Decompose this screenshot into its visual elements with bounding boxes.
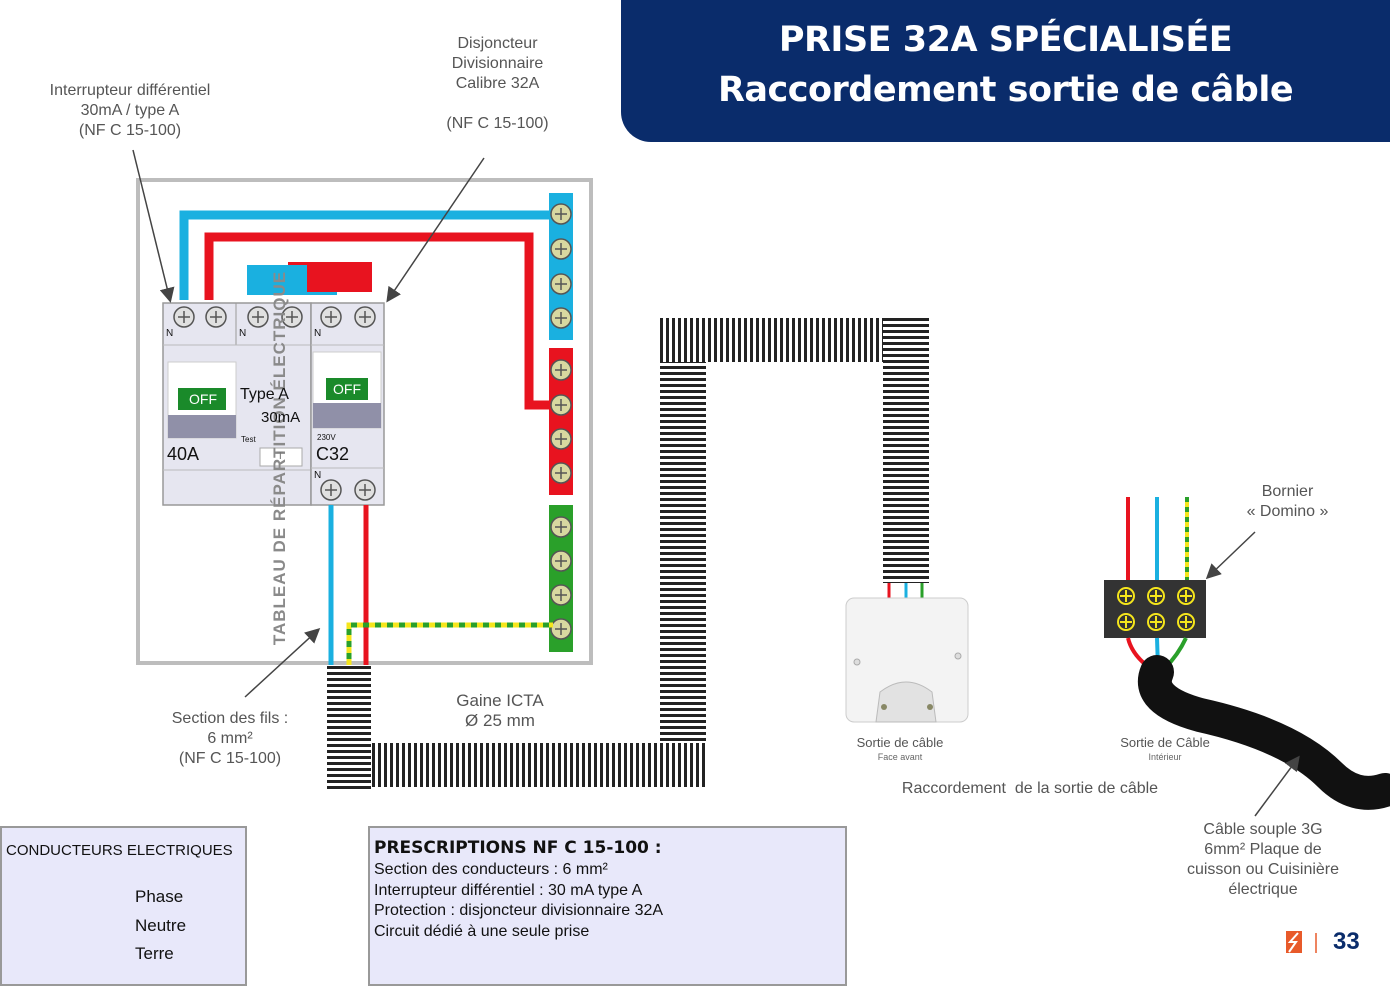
outlet-inside-sublabel: Intérieur bbox=[1148, 752, 1182, 762]
rcd-test-label: Test bbox=[241, 435, 256, 444]
legend-box: CONDUCTEURS ELECTRIQUES Phase Neutre Ter… bbox=[0, 826, 247, 986]
breaker-voltage: 230V bbox=[317, 433, 336, 442]
rcd-switch-state[interactable]: OFF bbox=[189, 391, 217, 407]
breaker-rating: C32 bbox=[316, 444, 350, 464]
outlet-front-label: Sortie de câble bbox=[856, 735, 944, 750]
title-banner: PRISE 32A SPÉCIALISÉE Raccordement sorti… bbox=[621, 0, 1390, 142]
outlet-front-sublabel: Face avant bbox=[877, 752, 923, 762]
outlet-inside-label: Sortie de Câble bbox=[1120, 735, 1210, 750]
connection-caption: Raccordement de la sortie de câble bbox=[901, 780, 1159, 797]
legend-neutral: Neutre bbox=[135, 916, 187, 935]
legend-earth: Terre bbox=[135, 944, 174, 963]
phase-wire-top bbox=[204, 232, 553, 410]
title-line-1: PRISE 32A SPÉCIALISÉE bbox=[778, 20, 1233, 60]
rcd-neutral-mark-1: N bbox=[166, 328, 174, 339]
conduit-up bbox=[660, 362, 706, 743]
neutral-wire-top bbox=[179, 210, 553, 300]
legend-phase: Phase bbox=[135, 887, 184, 906]
rcd-test-button[interactable]: T bbox=[277, 450, 284, 462]
rcd-type: Type A bbox=[240, 386, 289, 403]
page-number: 33 bbox=[1333, 928, 1360, 955]
legend-header: CONDUCTEURS ELECTRIQUES bbox=[6, 842, 233, 859]
prescriptions-header: PRESCRIPTIONS NF C 15-100 : bbox=[374, 838, 662, 858]
rcd-neutral-mark-2: N bbox=[239, 328, 247, 339]
prescription-line: Interrupteur différentiel : 30 mA type A bbox=[374, 881, 643, 899]
domino-annotation: Bornier« Domino » bbox=[1246, 483, 1329, 520]
title-line-2: Raccordement sortie de câble bbox=[717, 70, 1294, 110]
prescriptions-box: PRESCRIPTIONS NF C 15-100 : Section des … bbox=[368, 826, 847, 986]
conduit-bottom bbox=[371, 743, 706, 787]
wire-section-annotation: Section des fils :6 mm²(NF C 15-100) bbox=[171, 710, 289, 767]
prescription-line: Circuit dédié à une seule prise bbox=[374, 922, 590, 940]
prescription-line: Protection : disjoncteur divisionnaire 3… bbox=[374, 902, 664, 919]
breaker-neutral-mark-2: N bbox=[314, 470, 322, 481]
brand-logo-icon bbox=[1286, 931, 1317, 953]
prescription-line: Section des conducteurs : 6 mm² bbox=[374, 861, 608, 878]
conduit-down-2 bbox=[883, 318, 929, 583]
breaker-neutral-mark-1: N bbox=[314, 328, 322, 339]
flexible-cable bbox=[1137, 655, 1390, 810]
rcd-sensitivity: 30mA bbox=[261, 409, 301, 426]
breaker-switch-state[interactable]: OFF bbox=[333, 381, 361, 397]
earth-wire-out bbox=[346, 622, 553, 665]
conduit-down bbox=[327, 665, 371, 790]
rcd-rating: 40A bbox=[167, 444, 200, 464]
